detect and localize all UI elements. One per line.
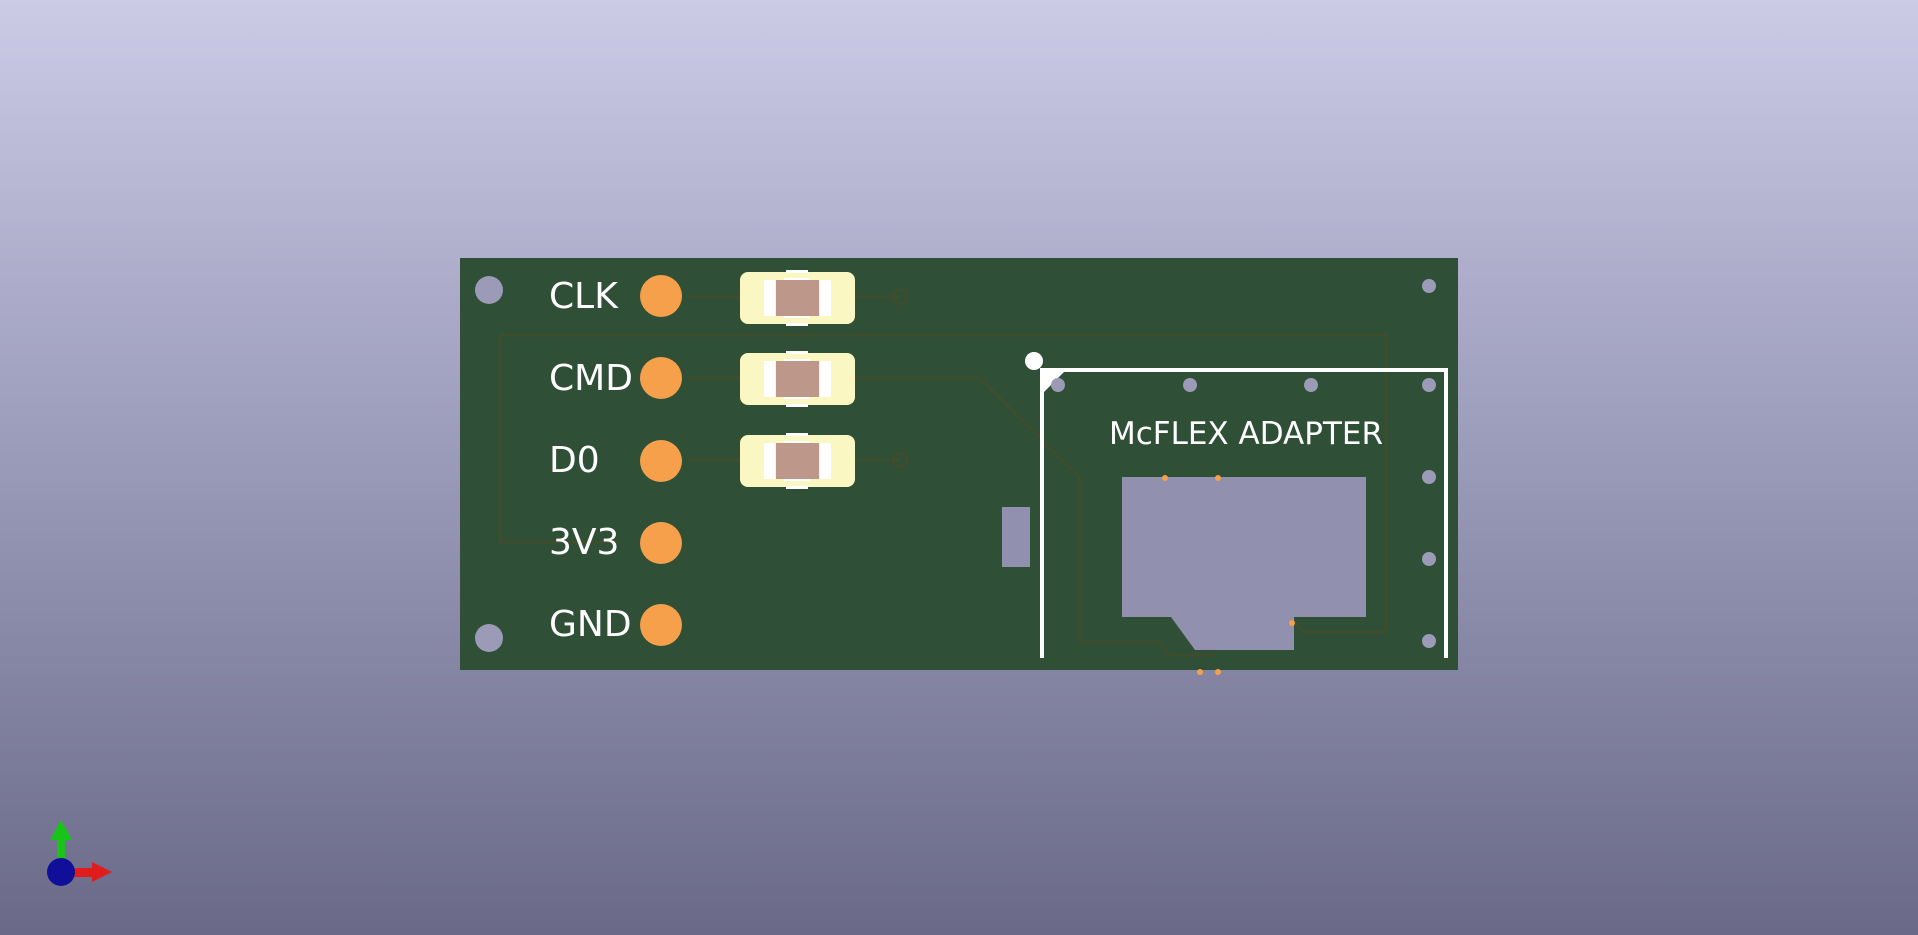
copper-marks bbox=[1162, 475, 1295, 675]
mount-hole bbox=[475, 624, 503, 652]
traces bbox=[498, 295, 1388, 657]
x-axis-arrow-shaft bbox=[62, 868, 94, 877]
resistor-r2 bbox=[740, 351, 855, 407]
via bbox=[891, 288, 909, 306]
mount-hole bbox=[475, 276, 503, 304]
pad-3v3 bbox=[640, 522, 682, 564]
resistor-r3 bbox=[740, 433, 855, 489]
adapter-label: McFLEX ADAPTER bbox=[1109, 416, 1383, 452]
z-axis-ball bbox=[47, 858, 75, 886]
y-axis-arrow-shaft bbox=[57, 838, 65, 872]
label-d0: D0 bbox=[549, 440, 600, 481]
pad-gnd bbox=[640, 604, 682, 646]
pad-d0 bbox=[640, 440, 682, 482]
resistor-r1 bbox=[740, 270, 855, 326]
test-pad bbox=[1002, 507, 1030, 567]
label-clk: CLK bbox=[549, 276, 619, 317]
label-gnd: GND bbox=[549, 604, 632, 645]
adapter-outline bbox=[1040, 368, 1448, 658]
adapter-holes bbox=[1051, 279, 1436, 648]
y-axis-arrow-head bbox=[50, 820, 72, 840]
x-axis-arrow-head bbox=[92, 862, 112, 882]
pcb-board: CLK CMD D0 3V3 GND bbox=[460, 258, 1458, 675]
via bbox=[891, 451, 909, 469]
label-3v3: 3V3 bbox=[549, 522, 619, 563]
pad-cmd bbox=[640, 357, 682, 399]
pad-clk bbox=[640, 275, 682, 317]
connector-cutout bbox=[1122, 477, 1366, 650]
pin1-marker bbox=[1025, 352, 1043, 370]
axis-gizmo bbox=[47, 820, 112, 886]
label-cmd: CMD bbox=[549, 358, 633, 399]
